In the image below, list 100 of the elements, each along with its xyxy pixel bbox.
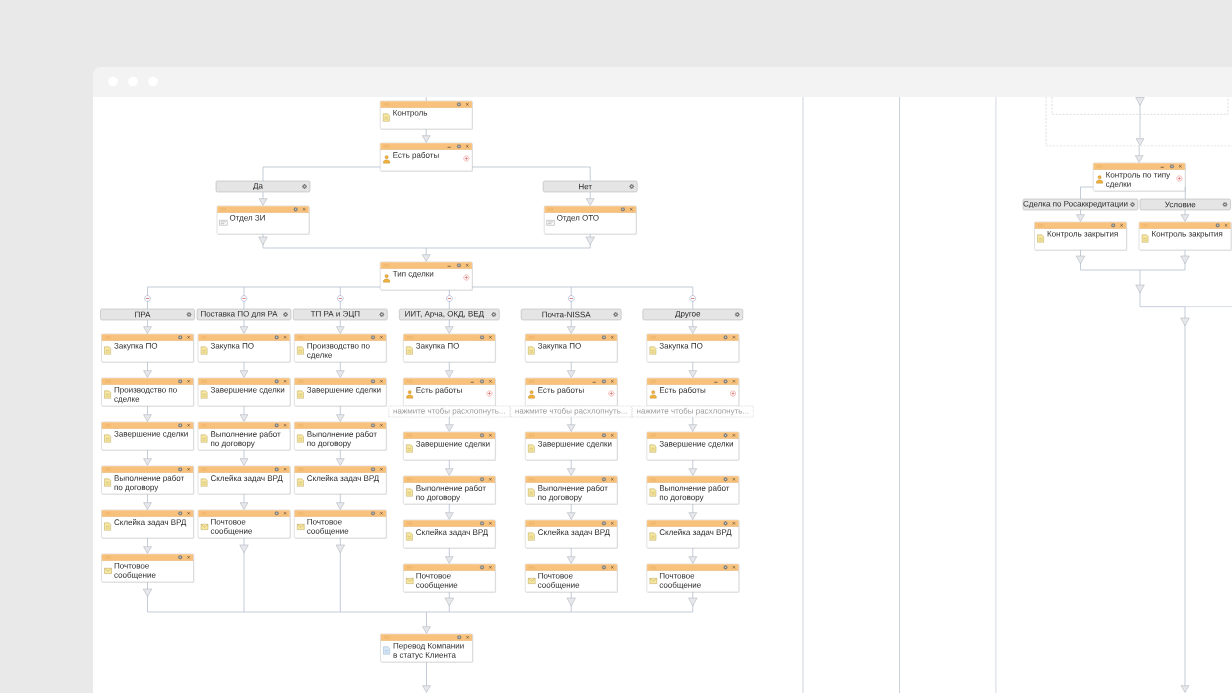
- task-card: Перевод Компании в статус Клиента: [380, 633, 474, 663]
- arrow: [143, 449, 152, 466]
- connector-line: [585, 233, 595, 249]
- task-card: Закупка ПО: [646, 333, 740, 363]
- branch-bar: ИИТ, Арча, ОКД, ВЕД: [399, 308, 500, 321]
- task-card: Завершение сделки: [197, 377, 291, 407]
- arrow: [688, 361, 697, 378]
- task-card: Выполнение работ по договору: [403, 475, 497, 505]
- arrow: [445, 503, 454, 520]
- condition-card: Есть работы: [646, 377, 740, 407]
- task-card: Склейка задач ВРД: [197, 465, 291, 495]
- task-card: Склейка задач ВРД: [524, 519, 618, 549]
- branch-bar: ПРА: [100, 308, 195, 321]
- arrow: [336, 319, 345, 334]
- connector-line: [1180, 249, 1190, 271]
- task-card: Склейка задач ВРД: [101, 509, 195, 539]
- branch-bar: Нет: [542, 180, 638, 193]
- task-card: Почтовое сообщение: [403, 563, 497, 593]
- condition-card: Есть работы: [403, 377, 497, 407]
- connector-line: [688, 591, 698, 613]
- dashed-hint-box: нажмите чтобы расхлопнуть...: [632, 405, 754, 418]
- task-card: Выполнение работ по договору: [294, 421, 388, 451]
- arrow: [567, 459, 576, 476]
- task-card: Склейка задач ВРД: [646, 519, 740, 549]
- connector-line: [262, 166, 381, 182]
- arrow: [567, 361, 576, 378]
- task-card: Выполнение работ по договору: [524, 475, 618, 505]
- arrow: [567, 547, 576, 564]
- connector-line: [425, 96, 427, 102]
- arrow: [143, 405, 152, 422]
- dashed-frame: [1051, 96, 1229, 115]
- branch-bar: Другое: [642, 308, 744, 321]
- task-card: Выполнение работ по договору: [197, 421, 291, 451]
- arrow: [239, 493, 249, 510]
- arrow: [422, 128, 431, 143]
- arrow: [422, 247, 431, 262]
- task-card: Завершение сделки: [524, 431, 618, 461]
- task-card: Контроль: [379, 100, 473, 130]
- arrow: [688, 459, 697, 476]
- arrow: [239, 319, 249, 334]
- task-card: Завершение сделки: [646, 431, 740, 461]
- condition-card: Контроль по типу сделки: [1092, 162, 1186, 192]
- connector-line: [471, 166, 591, 182]
- dashed-frame: [1045, 96, 1232, 147]
- arrow: [445, 547, 454, 564]
- arrow: [336, 405, 345, 422]
- arrow: [143, 361, 152, 378]
- arrow: [445, 416, 454, 432]
- arrow: [567, 416, 576, 432]
- connector-line: [1075, 249, 1086, 271]
- task-card: Почтовое сообщение: [294, 509, 388, 539]
- condition-card: Есть работы: [524, 377, 618, 407]
- task-card: Склейка задач ВРД: [294, 465, 388, 495]
- arrow: [422, 661, 431, 693]
- arrow: [567, 503, 576, 520]
- task-card: Закупка ПО: [403, 333, 497, 363]
- arrow: [336, 449, 345, 466]
- task-card: Завершение сделки: [403, 431, 497, 461]
- connector-line: [566, 591, 576, 613]
- task-card: Контроль закрытия: [1138, 221, 1232, 251]
- task-card: Завершение сделки: [294, 377, 388, 407]
- connector-line: [142, 581, 153, 613]
- task-card: Почтовое сообщение: [101, 553, 195, 583]
- task-card: Производство по сделке: [294, 333, 388, 363]
- connector-line: [258, 233, 268, 249]
- arrow: [688, 319, 697, 334]
- branch-bar: Да: [215, 180, 311, 193]
- task-card: Закупка ПО: [197, 333, 291, 363]
- arrow: [1076, 209, 1085, 222]
- task-card: Производство по сделке: [101, 377, 195, 407]
- arrow: [445, 361, 454, 378]
- arrow: [239, 405, 249, 422]
- task-card: Почтовое сообщение: [646, 563, 740, 593]
- branch-bar: Условие: [1139, 198, 1231, 211]
- arrow: [143, 493, 152, 510]
- arrow: [688, 416, 697, 432]
- branch-bar: Поставка ПО для РА: [196, 308, 292, 321]
- arrow: [239, 449, 249, 466]
- branch-bar: Почта-NISSA: [520, 308, 622, 321]
- condition-card: Тип сделки: [379, 261, 473, 291]
- arrow: [567, 319, 576, 334]
- task-card: Выполнение работ по договору: [646, 475, 740, 505]
- arrow: [1135, 96, 1145, 146]
- connector-line: [335, 537, 345, 613]
- arrow: [445, 459, 454, 476]
- task-card: Отдел ОТО: [543, 205, 637, 235]
- arrow: [239, 361, 249, 378]
- task-card: Закупка ПО: [101, 333, 195, 363]
- arrow: [688, 503, 697, 520]
- task-card: Отдел ЗИ: [216, 205, 310, 235]
- arrow: [445, 319, 454, 334]
- task-card: Завершение сделки: [101, 421, 195, 451]
- arrow: [336, 361, 345, 378]
- task-card: Контроль закрытия: [1034, 221, 1128, 251]
- arrow: [688, 547, 697, 564]
- arrow: [143, 537, 152, 554]
- arrow: [258, 191, 268, 206]
- connector-line: [239, 537, 249, 613]
- task-card: Выполнение работ по договору: [101, 465, 195, 495]
- arrow: [1135, 145, 1144, 163]
